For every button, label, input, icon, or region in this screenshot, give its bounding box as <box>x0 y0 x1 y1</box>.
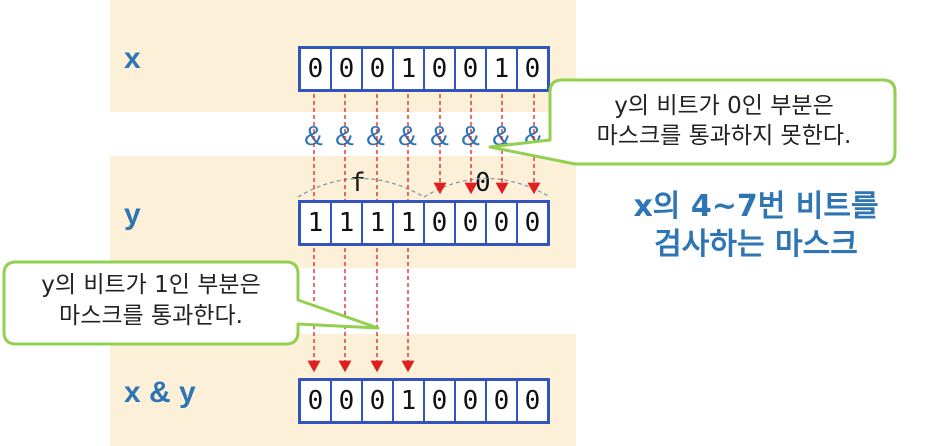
and-symbol: & <box>366 120 385 151</box>
row-label-result: x & y <box>124 376 196 409</box>
bit-x-7: 0 <box>307 54 324 84</box>
bit-box-x: 0 0 0 1 0 0 1 0 <box>298 46 550 92</box>
bit-x-0: 0 <box>516 49 547 89</box>
bit-y-4: 1 <box>392 203 423 243</box>
bit-x-1: 1 <box>485 49 516 89</box>
callout-bottom-left-bubble <box>2 260 380 346</box>
and-symbol: & <box>304 120 323 151</box>
bit-y-0: 0 <box>516 203 547 243</box>
bit-y-2: 0 <box>454 203 485 243</box>
and-symbol: & <box>430 120 449 151</box>
bit-y-6: 1 <box>330 203 361 243</box>
mask-note-line2: 검사하는 마스크 <box>654 227 858 262</box>
callout-top-right-line1: y의 비트가 0인 부분은 <box>614 93 834 119</box>
bit-x-2: 0 <box>454 49 485 89</box>
bit-x-5: 0 <box>361 49 392 89</box>
callout-bottom-left-line1: y의 비트가 1인 부분은 <box>41 272 261 298</box>
bit-result-0: 0 <box>516 381 547 421</box>
mask-note-line1: x의 4~7번 비트를 <box>633 189 879 224</box>
hex-digit-high: f <box>350 168 366 198</box>
hex-group-arc-high <box>297 177 425 198</box>
row-label-x: x <box>124 42 141 75</box>
bit-x-3: 0 <box>423 49 454 89</box>
bit-y-3: 0 <box>423 203 454 243</box>
hex-digit-low: 0 <box>475 168 491 198</box>
bit-result-6: 0 <box>330 381 361 421</box>
hex-group-arc-low <box>423 177 551 198</box>
callout-top-right-bubble <box>488 78 897 166</box>
bit-y-5: 1 <box>361 203 392 243</box>
row-label-y: y <box>124 198 141 231</box>
and-symbol: & <box>398 120 417 151</box>
bit-y-7: 1 <box>307 208 324 238</box>
bit-result-1: 0 <box>485 381 516 421</box>
bit-result-4: 1 <box>392 381 423 421</box>
bit-result-7: 0 <box>307 386 324 416</box>
and-symbol: & <box>492 120 511 151</box>
bit-result-3: 0 <box>423 381 454 421</box>
callout-bottom-left-line2: 마스크를 통과한다. <box>59 303 243 329</box>
bit-x-6: 0 <box>330 49 361 89</box>
callout-top-right-line2: 마스크를 통과하지 못한다. <box>596 123 852 149</box>
bit-box-y: 1 1 1 1 0 0 0 0 <box>298 200 550 246</box>
bit-y-1: 0 <box>485 203 516 243</box>
bit-result-2: 0 <box>454 381 485 421</box>
bit-result-5: 0 <box>361 381 392 421</box>
and-symbol: & <box>335 120 354 151</box>
and-symbol: & <box>461 120 480 151</box>
bit-x-4: 1 <box>392 49 423 89</box>
bit-box-result: 0 0 0 1 0 0 0 0 <box>298 378 550 424</box>
